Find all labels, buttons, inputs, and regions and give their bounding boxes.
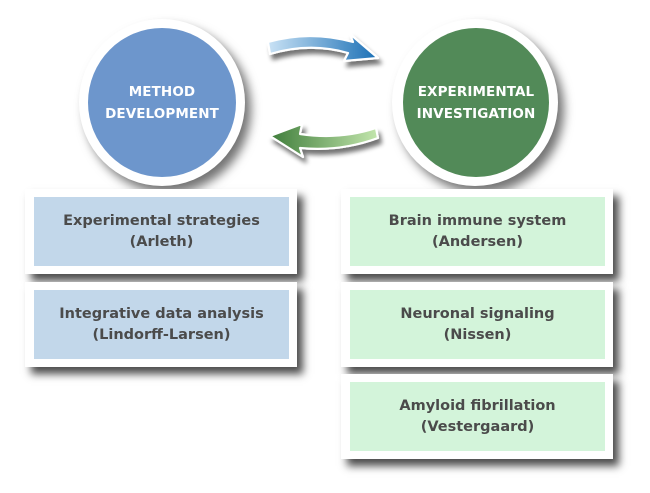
- cycle-arrows: [266, 32, 380, 159]
- experimental-investigation-ring: EXPERIMENTAL INVESTIGATION: [392, 19, 558, 186]
- experimental-topic-card: Brain immune system (Andersen): [341, 189, 613, 274]
- topic-person: (Arleth): [129, 233, 194, 250]
- experimental-topic-box: Amyloid fibrillation (Vestergaard): [350, 382, 605, 451]
- arrow-right-curved-icon: [266, 32, 380, 63]
- topic-person: (Lindorff-Larsen): [92, 326, 231, 343]
- experimental-title-line2: INVESTIGATION: [416, 105, 536, 122]
- method-title-line2: DEVELOPMENT: [105, 105, 219, 122]
- topic-title: Integrative data analysis: [59, 305, 264, 322]
- experimental-topic-card: Neuronal signaling (Nissen): [341, 282, 613, 367]
- arrow-left-curved-icon: [268, 122, 380, 159]
- method-topic-card: Experimental strategies (Arleth): [25, 189, 297, 274]
- method-title-line1: METHOD: [128, 83, 196, 100]
- topic-title: Neuronal signaling: [400, 305, 555, 322]
- topic-person: (Vestergaard): [420, 418, 535, 435]
- experimental-investigation-circle: EXPERIMENTAL INVESTIGATION: [403, 28, 549, 177]
- method-development-circle: METHOD DEVELOPMENT: [88, 28, 236, 177]
- experimental-topic-box: Brain immune system (Andersen): [350, 197, 605, 266]
- topic-person: (Andersen): [432, 233, 523, 250]
- topic-person: (Nissen): [443, 326, 512, 343]
- topic-title: Brain immune system: [388, 212, 567, 229]
- experimental-topic-box: Neuronal signaling (Nissen): [350, 290, 605, 359]
- method-topic-box: Experimental strategies (Arleth): [34, 197, 289, 266]
- topic-title: Amyloid fibrillation: [399, 397, 556, 414]
- method-topic-card: Integrative data analysis (Lindorff-Lars…: [25, 282, 297, 367]
- method-topic-box: Integrative data analysis (Lindorff-Lars…: [34, 290, 289, 359]
- experimental-title-line1: EXPERIMENTAL: [417, 83, 535, 100]
- method-development-ring: METHOD DEVELOPMENT: [79, 19, 245, 186]
- topic-title: Experimental strategies: [63, 212, 260, 229]
- experimental-topic-card: Amyloid fibrillation (Vestergaard): [341, 374, 613, 459]
